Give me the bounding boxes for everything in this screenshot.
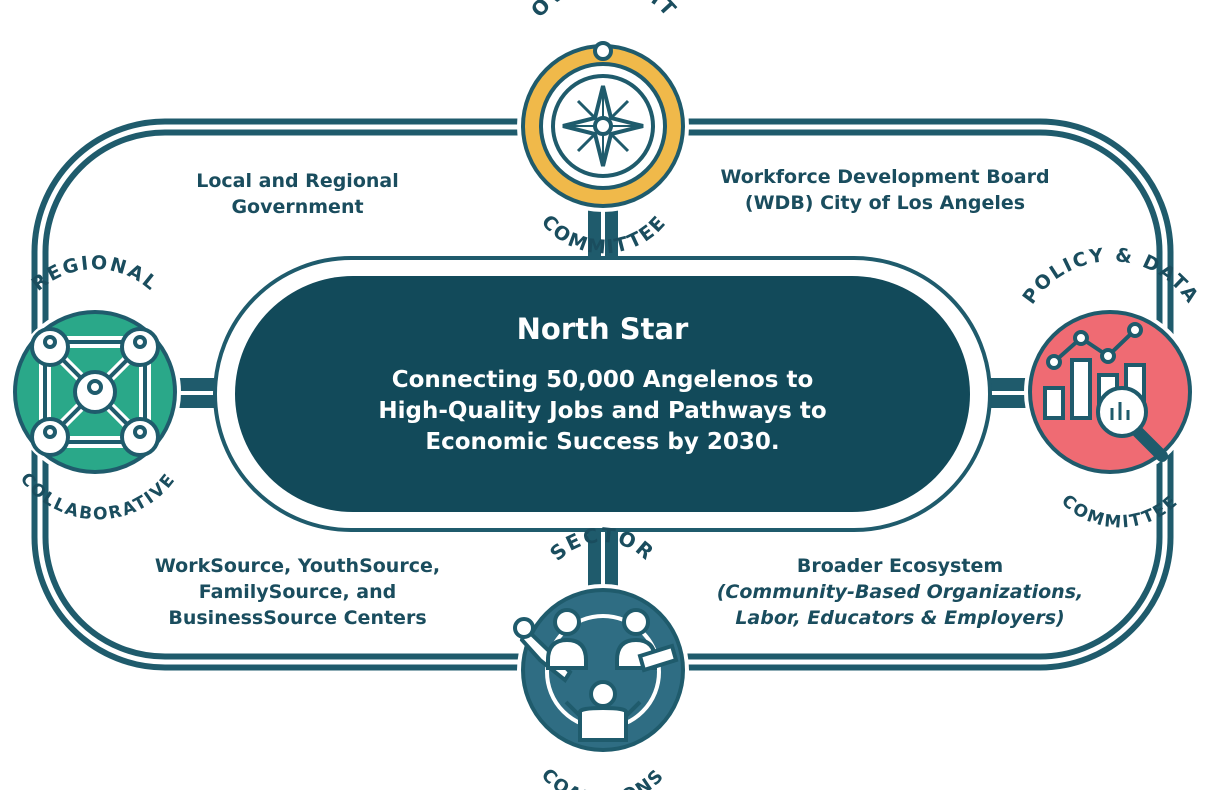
compass-icon — [551, 41, 655, 178]
oversight-top-label: OVERSIGHT — [526, 0, 682, 22]
north-star-body: Connecting 50,000 Angelenos to High-Qual… — [270, 365, 935, 458]
label-top-right: Workforce Development Board (WDB) City o… — [690, 164, 1080, 216]
label-bottom-left: WorkSource, YouthSource, FamilySource, a… — [125, 553, 470, 631]
policy-node: POLICY & DATA COMMITTEE — [1018, 244, 1203, 533]
regional-node: REGIONAL COLLABORATIVE — [9, 252, 181, 525]
north-star-line: High-Quality Jobs and Pathways to — [378, 398, 827, 424]
chart-magnifier-icon — [1043, 322, 1168, 462]
label-line: Government — [231, 196, 364, 218]
north-star-panel — [213, 256, 992, 532]
label-top-left: Local and Regional Government — [160, 168, 435, 220]
policy-top-label: POLICY & DATA — [1018, 244, 1203, 308]
label-bottom-right: Broader Ecosystem (Community-Based Organ… — [690, 553, 1110, 631]
north-star-title: North Star — [516, 312, 689, 346]
label-line: WorkSource, YouthSource, — [154, 555, 441, 577]
sector-bottom-label: COALITIONS — [537, 765, 669, 790]
label-line: Local and Regional — [196, 170, 399, 192]
label-line: Labor, Educators & Employers) — [735, 607, 1065, 629]
network-people-icon — [30, 327, 160, 457]
north-star-line: Economic Success by 2030. — [425, 429, 780, 455]
team-collaboration-icon — [513, 608, 679, 742]
north-star-line: Connecting 50,000 Angelenos to — [391, 367, 814, 393]
label-line: (WDB) City of Los Angeles — [744, 192, 1026, 214]
label-line: (Community-Based Organizations, — [716, 581, 1084, 603]
label-line: Broader Ecosystem — [796, 555, 1004, 577]
label-line: Workforce Development Board — [720, 166, 1050, 188]
label-line: FamilySource, and — [198, 581, 397, 603]
label-line: BusinessSource Centers — [168, 607, 427, 629]
